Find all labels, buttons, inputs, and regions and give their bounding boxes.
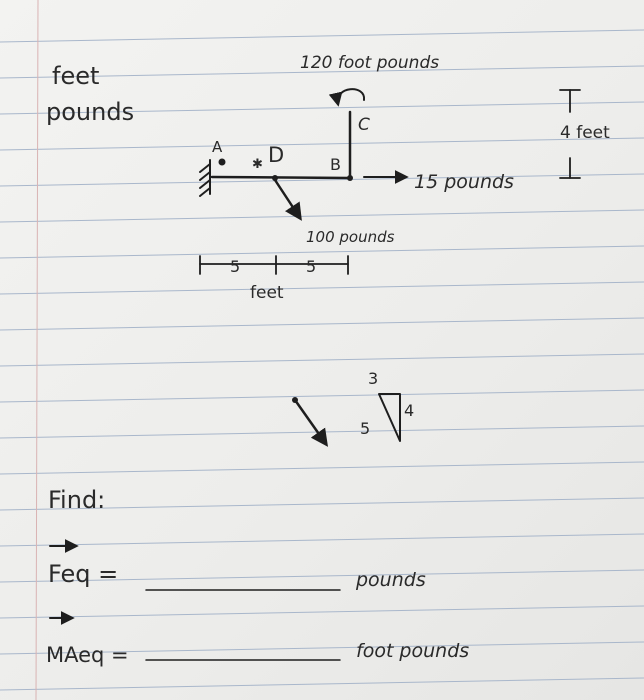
dim-left-value: 5	[230, 257, 240, 276]
fixed-support	[199, 159, 211, 197]
point-d-star: ✱	[252, 157, 263, 172]
horizontal-force-label: 15 pounds	[414, 171, 514, 193]
slope-arrow	[293, 398, 329, 447]
margin-line	[35, 0, 39, 700]
dimension-line	[199, 255, 349, 275]
units-pounds: pounds	[46, 98, 134, 126]
dim-right-value: 5	[306, 257, 316, 276]
maeq-unit: foot pounds	[356, 640, 469, 662]
feq-label: Feq =	[48, 560, 118, 588]
maeq-label: MAeq =	[46, 643, 129, 667]
units-feet: feet	[52, 62, 99, 90]
point-b-marker	[347, 175, 353, 181]
moment-arrow	[328, 88, 366, 107]
diagonal-force-arrow	[273, 178, 302, 221]
point-c-label: C	[358, 115, 370, 135]
ruled-lines	[0, 29, 644, 691]
point-b-label: B	[330, 155, 341, 174]
point-a-label: A	[212, 138, 223, 156]
triangle-top-value: 3	[368, 369, 378, 388]
point-a-marker	[218, 158, 226, 166]
height-label: 4 feet	[560, 123, 610, 143]
point-d-label: D	[268, 143, 284, 167]
moment-label: 120 foot pounds	[300, 53, 439, 73]
feq-unit: pounds	[355, 569, 426, 591]
diagonal-force-label: 100 pounds	[306, 228, 395, 246]
slope-triangle	[378, 393, 401, 442]
triangle-hyp-value: 5	[360, 419, 370, 438]
triangle-right-value: 4	[404, 401, 414, 420]
dim-unit: feet	[250, 283, 284, 303]
find-heading: Find:	[48, 486, 105, 514]
beam	[210, 110, 352, 180]
height-dimension	[559, 89, 581, 179]
slope-arrow-tail	[292, 397, 298, 403]
point-d-marker	[272, 175, 278, 181]
